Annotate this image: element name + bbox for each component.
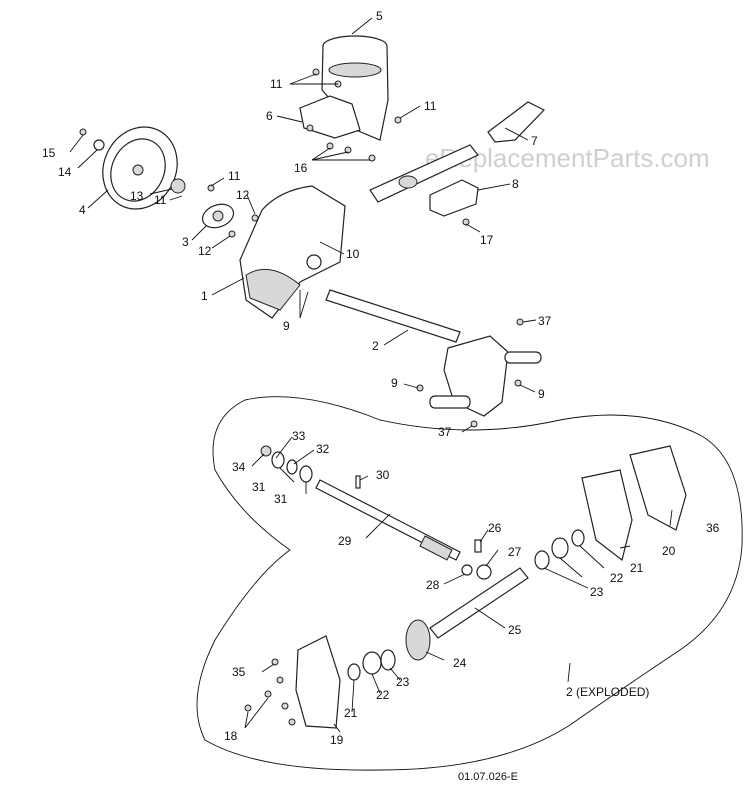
- callout-2: 2: [372, 339, 379, 353]
- callout-15: 15: [42, 146, 56, 160]
- callout-31-b: 31: [274, 492, 288, 506]
- callout-31-a: 31: [252, 480, 266, 494]
- callout-22-left: 22: [376, 688, 390, 702]
- callout-9-right: 9: [538, 387, 545, 401]
- callout-27: 27: [508, 545, 522, 559]
- callout-12-upper: 12: [236, 188, 250, 202]
- callout-12-lower: 12: [198, 244, 212, 258]
- leader-lines: [69, 17, 673, 733]
- bolt-part: [207, 184, 215, 192]
- callout-24: 24: [453, 656, 467, 670]
- chute-part: [321, 35, 389, 141]
- callout-37-bottom: 37: [438, 425, 452, 439]
- callout-8: 8: [512, 177, 519, 191]
- callout-16: 16: [294, 161, 308, 175]
- callout-23-left: 23: [396, 675, 410, 689]
- callout-17: 17: [480, 233, 494, 247]
- washer-part: [93, 139, 105, 151]
- callout-13: 13: [130, 189, 144, 203]
- bolt-37-top: [516, 318, 524, 326]
- callout-14: 14: [58, 165, 72, 179]
- handle-part: [369, 101, 545, 203]
- callout-4: 4: [79, 203, 86, 217]
- callout-26: 26: [488, 521, 502, 535]
- callout-19: 19: [330, 733, 344, 747]
- callout-28: 28: [426, 578, 440, 592]
- callout-23-right: 23: [590, 585, 604, 599]
- exploded-parts: [244, 445, 687, 729]
- auger-housing-part: [239, 185, 346, 319]
- callout-34: 34: [232, 460, 246, 474]
- callout-11-chute: 11: [270, 77, 283, 91]
- callout-35: 35: [232, 665, 246, 679]
- nut-part: [79, 128, 87, 136]
- callout-32: 32: [316, 442, 330, 456]
- bolt-part-c: [228, 230, 236, 238]
- pulley-part: [102, 126, 178, 210]
- callout-18: 18: [224, 729, 238, 743]
- pin-part: [462, 218, 470, 226]
- callout-29: 29: [338, 534, 352, 548]
- callout-25: 25: [508, 623, 522, 637]
- callout-37-top: 37: [538, 314, 552, 328]
- chute-bolt-icons: [306, 68, 402, 162]
- exploded-view-outline: [196, 396, 743, 771]
- drawing-code: 01.07.026-E: [458, 771, 518, 783]
- callout-3: 3: [182, 235, 189, 249]
- callout-5: 5: [376, 9, 383, 23]
- exploded-label: 2 (EXPLODED): [566, 685, 649, 699]
- callout-10: 10: [346, 247, 360, 261]
- callout-11-pulley: 11: [154, 193, 167, 207]
- callout-20: 20: [662, 544, 676, 558]
- callout-33: 33: [292, 429, 306, 443]
- nut-9-right: [514, 379, 522, 387]
- bearing-part: [170, 178, 186, 194]
- callout-9-left: 9: [391, 376, 398, 390]
- callout-30: 30: [376, 468, 390, 482]
- callout-11-right: 11: [424, 99, 437, 113]
- callout-labels: 5 11 11 6 7 16 15 14 4 13 11 11 12 3 1 2 …: [42, 9, 720, 747]
- callout-7: 7: [531, 134, 538, 148]
- handle-clip-part: [429, 179, 479, 217]
- callout-21-right: 21: [630, 561, 644, 575]
- chute-bracket-part: [299, 95, 361, 139]
- callout-22-right: 22: [610, 571, 624, 585]
- bolt-37-bottom: [470, 420, 478, 428]
- callout-1: 1: [201, 289, 208, 303]
- callout-36: 36: [706, 521, 720, 535]
- gearbox-assembly-part: [325, 289, 542, 417]
- callout-9-housing: 9: [283, 319, 290, 333]
- flange-part: [201, 203, 235, 229]
- callout-6: 6: [266, 109, 273, 123]
- callout-11-upper: 11: [228, 169, 241, 183]
- callout-21-left: 21: [344, 706, 358, 720]
